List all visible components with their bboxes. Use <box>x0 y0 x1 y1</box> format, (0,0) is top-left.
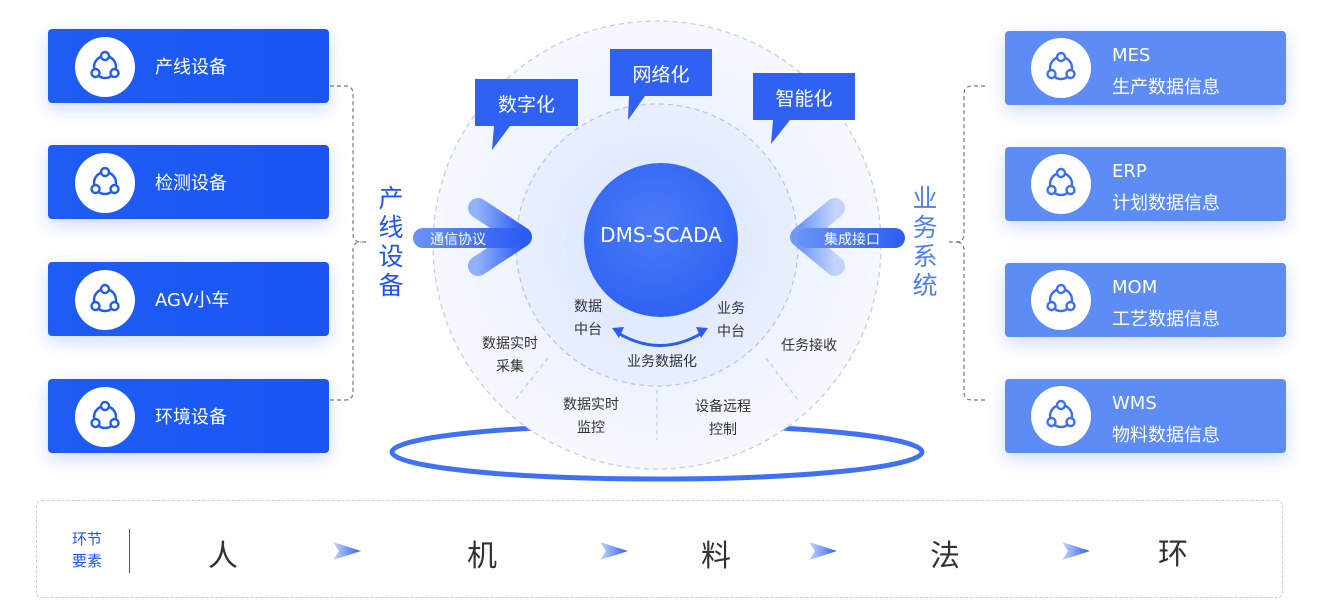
elements-title: 环节要素 <box>72 530 103 570</box>
core-label: DMS-SCADA <box>600 223 722 247</box>
right-bracket-bottom <box>955 241 985 401</box>
bubble-networking <box>610 49 712 120</box>
elements-bar: 环节要素 人 机 料 法 环 <box>36 500 1283 598</box>
system-card-wms: WMS 物料数据信息 <box>1005 379 1286 453</box>
bubble-intelligence <box>753 73 855 144</box>
bubble-digitization <box>475 79 578 150</box>
ring-label-realtime-collection: 数据实时采集 <box>482 336 538 375</box>
ring-label-realtime-monitor: 数据实时监控 <box>563 397 619 436</box>
device-card-agv: AGV小车 <box>48 262 329 336</box>
element-method: 法 <box>930 539 960 574</box>
device-card-inspection: 检测设备 <box>48 145 329 219</box>
arrow-right-icon <box>1062 542 1090 560</box>
system-description: 物料数据信息 <box>1112 425 1220 446</box>
system-card-mes: MES 生产数据信息 <box>1005 31 1286 105</box>
element-material: 料 <box>701 539 731 574</box>
divider <box>129 529 130 573</box>
protocol-pill <box>413 228 523 248</box>
right-bracket-top <box>948 85 985 243</box>
device-label: AGV小车 <box>155 290 230 311</box>
arrow-right-icon <box>600 542 628 560</box>
data-center-label: 数据中台 <box>574 299 602 338</box>
left-bracket-bottom <box>330 241 362 401</box>
interface-pill <box>797 228 905 248</box>
system-name: WMS <box>1112 393 1157 414</box>
bubble-label-digitization: 数字化 <box>497 94 555 116</box>
core-circle <box>584 163 738 317</box>
network-node-icon <box>75 270 135 330</box>
network-node-icon <box>1031 386 1091 446</box>
device-label: 检测设备 <box>155 173 227 194</box>
bidirectional-arrow <box>617 331 703 347</box>
element-environment: 环 <box>1158 537 1188 572</box>
system-name: ERP <box>1112 161 1147 182</box>
device-label: 产线设备 <box>155 57 227 78</box>
element-machine: 机 <box>467 539 497 574</box>
ring-label-remote-control: 设备远程控制 <box>695 399 751 438</box>
network-node-icon <box>1031 270 1091 330</box>
arrow-right-icon <box>333 542 361 560</box>
digitization-label: 业务数据化 <box>627 354 697 370</box>
business-center-label: 业务中台 <box>717 301 745 340</box>
protocol-label: 通信协议 <box>430 232 486 248</box>
left-group-label: 产线设备 <box>378 184 404 300</box>
device-label: 环境设备 <box>155 407 227 428</box>
network-node-icon <box>1031 38 1091 98</box>
left-bracket-top <box>330 85 368 243</box>
network-node-icon <box>75 37 135 97</box>
system-name: MOM <box>1112 277 1158 298</box>
network-node-icon <box>1031 154 1091 214</box>
device-card-environment: 环境设备 <box>48 379 329 453</box>
device-card-production-line: 产线设备 <box>48 29 329 103</box>
system-description: 工艺数据信息 <box>1112 309 1220 330</box>
system-name: MES <box>1112 45 1151 66</box>
arrow-right-icon <box>809 542 837 560</box>
system-description: 计划数据信息 <box>1112 193 1220 214</box>
bubble-label-networking: 网络化 <box>632 64 690 86</box>
bubble-label-intelligence: 智能化 <box>775 88 833 110</box>
element-person: 人 <box>208 539 238 574</box>
system-description: 生产数据信息 <box>1112 77 1220 98</box>
right-group-label: 业务系统 <box>912 184 938 300</box>
ring-label-task-receive: 任务接收 <box>781 338 837 354</box>
interface-label: 集成接口 <box>824 232 880 248</box>
network-node-icon <box>75 387 135 447</box>
system-card-erp: ERP 计划数据信息 <box>1005 147 1286 221</box>
network-node-icon <box>75 153 135 213</box>
system-card-mom: MOM 工艺数据信息 <box>1005 263 1286 337</box>
